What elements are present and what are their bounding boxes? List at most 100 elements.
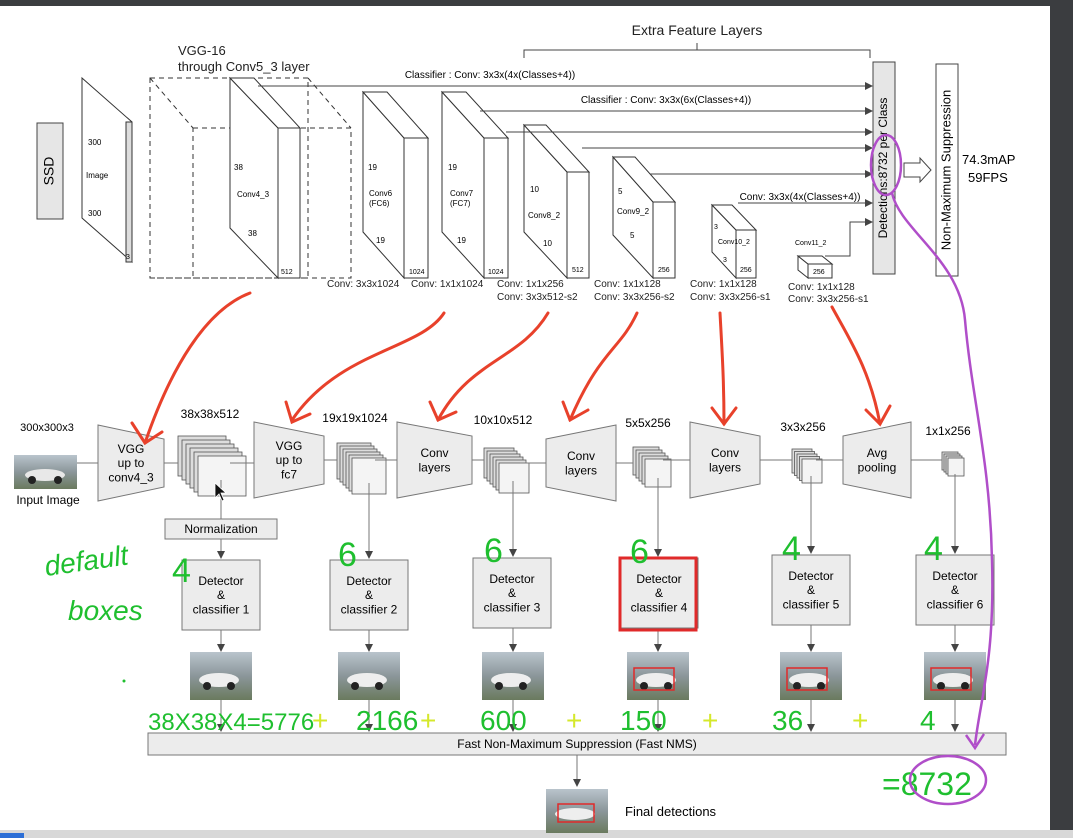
extra-layers-title: Extra Feature Layers: [632, 22, 763, 38]
nms-box: [935, 63, 959, 277]
detector-box-6: [915, 554, 995, 626]
purple-annotation: [869, 133, 994, 806]
conv10-top-dim: 3: [714, 224, 718, 231]
classifier-label-1: Classifier : Conv: 3x3x(4x(Classes+4)): [405, 70, 575, 81]
image-bottom-dim: 300: [88, 209, 102, 218]
conv10-op2: Conv: 3x3x256-s1: [690, 292, 771, 303]
feature-size-2: 19x19x1024: [322, 411, 388, 425]
sum-term-6: 150: [620, 705, 667, 736]
conv8-depth: 512: [572, 267, 584, 274]
conv4-bottom-dim: 38: [248, 229, 257, 238]
detection-thumbnail-2: [338, 652, 400, 732]
conv6-depth: 1024: [409, 269, 425, 276]
conv10-op1: Conv: 1x1x128: [690, 279, 757, 290]
nms-label: Non-Maximum Suppression: [938, 90, 953, 250]
conv8-op2: Conv: 3x3x512-s2: [497, 292, 578, 303]
detections-box: [872, 61, 896, 275]
detector-box-2: [329, 559, 409, 631]
feature-map-3-layer: [498, 462, 530, 494]
detector-box-3: [472, 557, 552, 629]
red-arrows: [130, 291, 892, 446]
conv9-bottom-dim: 5: [630, 231, 635, 240]
conv6-bottom-dim: 19: [376, 236, 385, 245]
detection-thumbnail-6: [924, 652, 986, 732]
sum-plus-3: +: [420, 705, 436, 736]
default-box-count-1: 4: [172, 552, 191, 590]
conv4-depth: 512: [281, 269, 293, 276]
detector-label-3: Detector&classifier 3: [484, 572, 541, 615]
conv7-top-dim: 19: [448, 163, 457, 172]
conv8-label: Conv8_2: [528, 211, 561, 220]
classifier-arrows: [258, 82, 873, 257]
feature-size-5: 3x3x256: [780, 420, 826, 434]
conv10-bottom-dim: 3: [723, 257, 727, 264]
detection-thumbnail-4: [627, 652, 689, 732]
sum-plus-9: +: [852, 705, 868, 736]
vgg-subtitle: through Conv5_3 layer: [178, 59, 310, 74]
conv6-label: Conv6: [369, 189, 393, 198]
default-box-count-2: 6: [338, 536, 357, 574]
detection-thumbnail-5: [780, 652, 842, 732]
stage-block-1: [97, 424, 165, 502]
detector-blocks: Detector&classifier 1 Detector&classifier…: [181, 474, 995, 652]
image-depth: 3: [126, 254, 130, 261]
conv7-bottom-dim: 19: [457, 236, 466, 245]
detector-label-2: Detector&classifier 2: [341, 574, 398, 617]
image-top-dim: 300: [88, 138, 102, 147]
detections-arrow: [903, 156, 932, 184]
final-detections-label: Final detections: [625, 804, 717, 819]
conv6-sub: (FC6): [369, 199, 390, 208]
image-block-label: Image: [86, 171, 109, 180]
feature-size-6: 1x1x256: [925, 424, 971, 438]
final-image: [546, 789, 608, 833]
sum-plus-7: +: [702, 705, 718, 736]
ssd-label: SSD: [41, 157, 57, 186]
stage-block-5: [689, 421, 761, 499]
default-box-count-5: 4: [782, 530, 801, 568]
sum-term-8: 36: [772, 705, 803, 736]
detector-label-1: Detector&classifier 1: [193, 574, 250, 617]
conv6-op: Conv: 3x3x1024: [327, 279, 400, 290]
conv9-op2: Conv: 3x3x256-s2: [594, 292, 675, 303]
input-image: [14, 455, 77, 489]
sum-plus-5: +: [566, 705, 582, 736]
detector-box-1: [181, 559, 261, 631]
conv9-depth: 256: [658, 267, 670, 274]
conv9-op1: Conv: 1x1x128: [594, 279, 661, 290]
conv9-label: Conv9_2: [617, 207, 650, 216]
conv11-op2: Conv: 3x3x256-s1: [788, 294, 869, 305]
conv9-top-dim: 5: [618, 187, 623, 196]
detections-label: Detections:8732 per Class: [876, 98, 890, 239]
conv11-op1: Conv: 1x1x128: [788, 282, 855, 293]
normalization-label: Normalization: [184, 522, 257, 536]
feature-size-3: 10x10x512: [474, 413, 533, 427]
conv7-depth: 1024: [488, 269, 504, 276]
mouse-cursor-icon: [214, 482, 228, 502]
sum-term-0: 38X38X4=5776: [148, 709, 314, 736]
feature-map-6-layer: [947, 457, 965, 477]
sum-plus-1: +: [312, 705, 328, 736]
conv-op-labels: Conv: 3x3x1024 Conv: 1x1x1024 Conv: 1x1x…: [327, 279, 869, 305]
stage-block-4: [545, 424, 617, 502]
default-boxes-line2: boxes: [68, 595, 143, 626]
scroll-indicator[interactable]: [0, 833, 24, 838]
detector-label-5: Detector&classifier 5: [783, 569, 840, 612]
default-box-count-6: 4: [924, 530, 943, 568]
detection-thumbnails: [190, 652, 986, 732]
conv8-top-dim: 10: [530, 185, 539, 194]
fps-value: 59FPS: [968, 170, 1008, 185]
detector-label-6: Detector&classifier 6: [927, 569, 984, 612]
feature-size-1: 38x38x512: [181, 407, 240, 421]
conv4-label: Conv4_3: [237, 190, 270, 199]
